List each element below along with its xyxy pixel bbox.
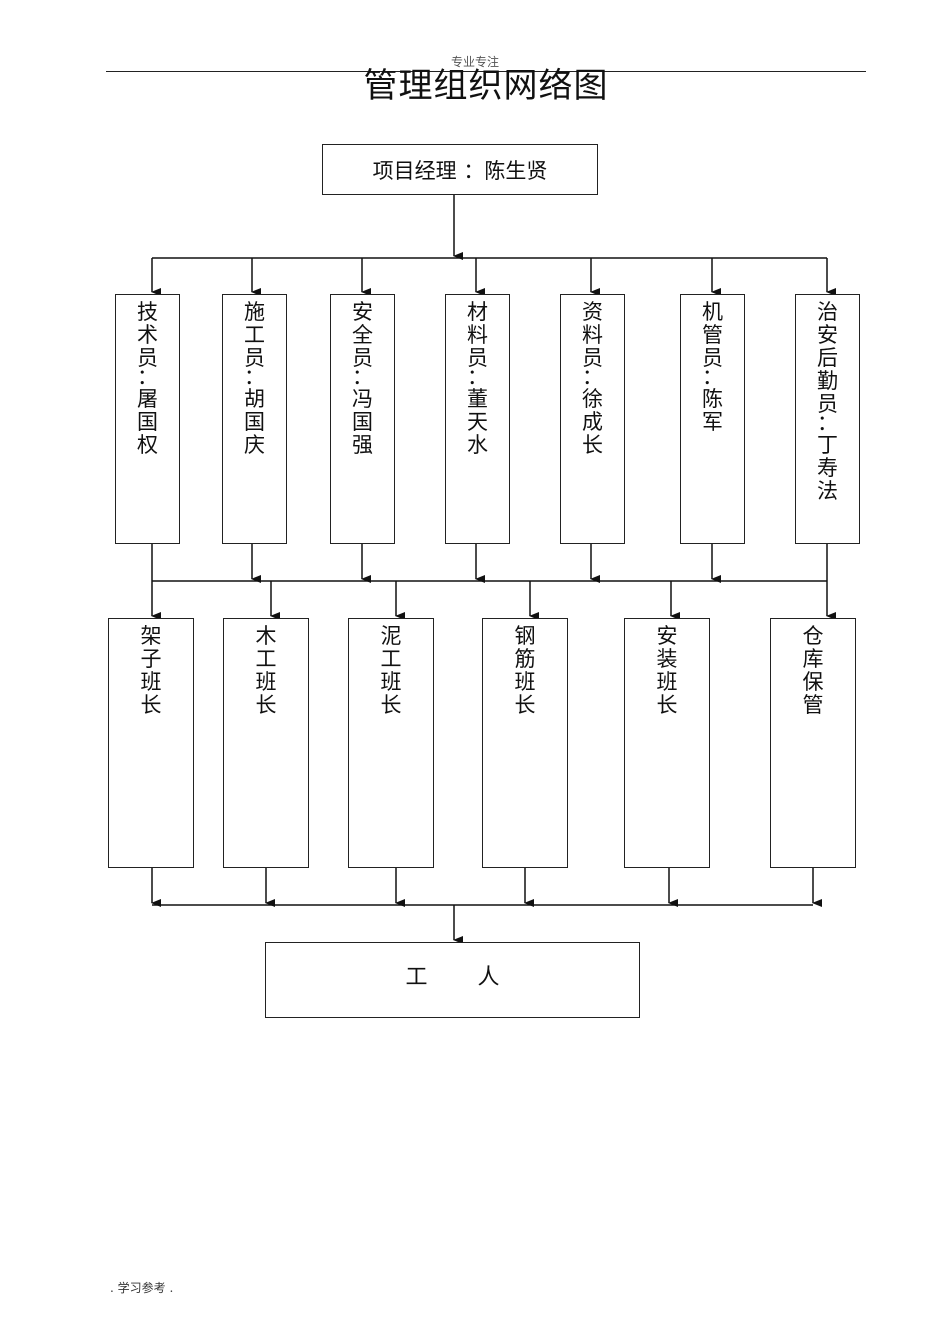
header-rule [106, 71, 866, 72]
project-manager-box: 项目经理 ：陈生贤 [322, 144, 598, 195]
staff-box-3-label: 安全员：冯国强 [352, 300, 373, 457]
team-leader-box-5: 安装班长 [624, 618, 710, 868]
team-leader-box-5-label: 安装班长 [656, 624, 678, 717]
team-leader-box-6: 仓库保管 [770, 618, 856, 868]
team-leader-box-3-label: 泥工班长 [380, 624, 402, 717]
workers-box: 工人 [265, 942, 640, 1018]
team-leader-box-1-label: 架子班长 [140, 624, 162, 717]
staff-box-5: 资料员：徐成长 [560, 294, 625, 544]
project-manager-label: 项目经理 ：陈生贤 [372, 158, 548, 183]
staff-box-6-label: 机管员：陈军 [702, 300, 723, 434]
staff-box-3: 安全员：冯国强 [330, 294, 395, 544]
staff-box-7-label: 治安后勤员：丁寿法 [817, 300, 838, 503]
header-watermark: 专业专注 [450, 55, 499, 69]
staff-box-1-label: 技术员：屠国权 [137, 300, 158, 457]
staff-box-7: 治安后勤员：丁寿法 [795, 294, 860, 544]
workers-label: 工人 [405, 965, 550, 990]
team-leader-box-3: 泥工班长 [348, 618, 434, 868]
team-leader-box-1: 架子班长 [108, 618, 194, 868]
team-leader-box-4-label: 钢筋班长 [514, 624, 536, 717]
team-leader-box-2-label: 木工班长 [255, 624, 277, 717]
staff-box-5-label: 资料员：徐成长 [582, 300, 603, 457]
staff-box-2: 施工员：胡国庆 [222, 294, 287, 544]
team-leader-box-2: 木工班长 [223, 618, 309, 868]
staff-box-2-label: 施工员：胡国庆 [244, 300, 265, 457]
team-leader-box-4: 钢筋班长 [482, 618, 568, 868]
page-title: 管理组织网络图 [363, 66, 609, 106]
staff-box-4-label: 材料员：董天水 [467, 300, 488, 457]
staff-box-1: 技术员：屠国权 [115, 294, 180, 544]
footer-text: . 学习参考 . [110, 1281, 174, 1295]
staff-box-4: 材料员：董天水 [445, 294, 510, 544]
team-leader-box-6-label: 仓库保管 [802, 624, 824, 717]
staff-box-6: 机管员：陈军 [680, 294, 745, 544]
